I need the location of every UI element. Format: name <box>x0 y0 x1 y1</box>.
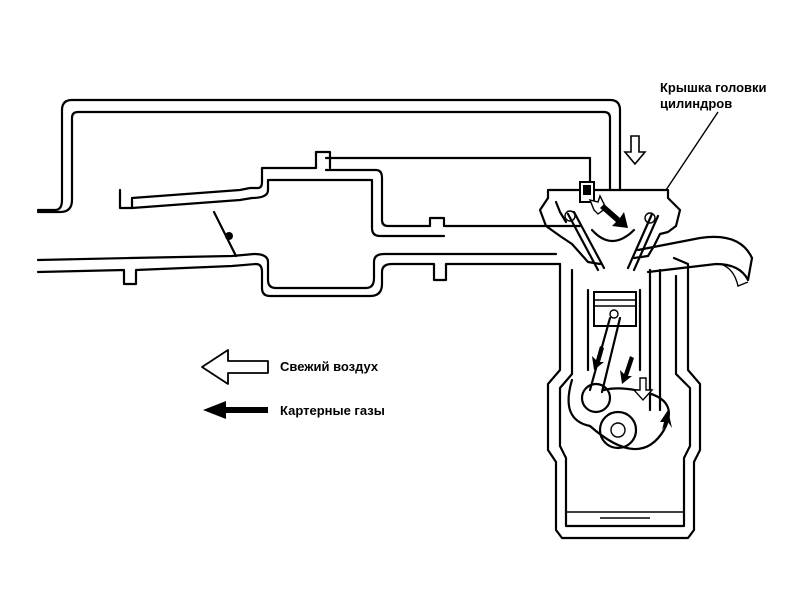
blow-by-arrows-icon <box>592 346 672 430</box>
hollow-left-arrow-icon <box>201 349 269 385</box>
legend-crankcase-gases-label: Картерные газы <box>280 403 385 418</box>
engine-block <box>546 256 702 540</box>
solid-left-arrow-icon <box>203 401 268 419</box>
fresh-air-hose <box>36 98 622 214</box>
air-intake-duct <box>36 150 592 298</box>
throttle-valve <box>212 210 238 258</box>
head-flow-arrows-icon <box>588 194 628 228</box>
fresh-air-down-arrow-icon <box>623 135 647 166</box>
cylinder-head-cover-label: Крышка головки цилиндров <box>660 80 767 112</box>
valve-cover <box>538 181 754 287</box>
cover-label-line2: цилиндров <box>660 96 733 111</box>
legend-fresh-air-label: Свежий воздух <box>280 359 379 374</box>
cover-label-line1: Крышка головки <box>660 80 767 95</box>
cover-leader-line <box>665 111 719 191</box>
